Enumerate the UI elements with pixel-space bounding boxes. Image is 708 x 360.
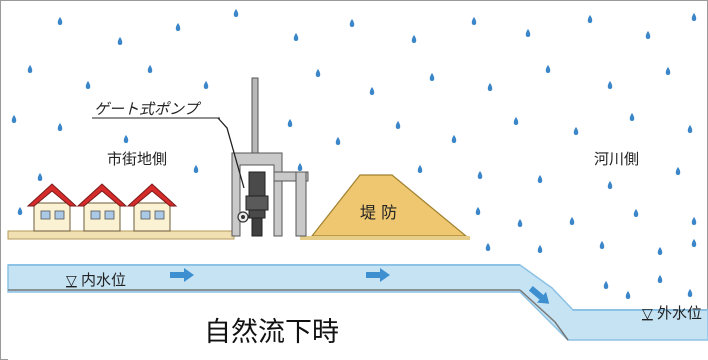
raindrop-icon [57,17,63,25]
house-icon [76,183,128,232]
raindrop-icon [675,167,681,175]
raindrop-icon [429,73,435,81]
city-side-label: 市街地側 [107,150,167,168]
raindrop-icon [517,219,523,227]
raindrop-icon [293,33,299,41]
raindrop-icon [691,13,697,21]
raindrop-icon [537,245,543,253]
water-level-mark-outer: ▽ [642,306,653,322]
raindrop-icon [657,275,663,283]
raindrop-icon [27,65,33,73]
raindrop-icon [687,125,693,133]
raindrop-icon [147,65,153,73]
raindrop-icon [475,207,481,215]
raindrop-icon [11,115,17,123]
raindrop-icon [513,117,519,125]
raindrop-icon [117,37,123,45]
raindrop-icon [607,181,613,189]
raindrop-icon [123,135,129,143]
raindrop-icon [349,19,355,27]
city-ground [7,230,235,240]
raindrop-icon [657,247,663,255]
raindrop-icon [587,15,593,23]
raindrop-icon [297,163,303,171]
house-icon [126,183,178,232]
raindrop-icon [599,241,605,249]
raindrop-icon [691,239,697,247]
raindrop-icon [193,165,199,173]
raindrop-icon [417,165,423,173]
raindrop-icon [471,17,477,25]
raindrop-icon [175,23,181,31]
levee-label: 堤 防 [360,203,397,222]
raindrop-icon [687,289,693,297]
raindrop-icon [573,127,579,135]
raindrop-icon [395,121,401,129]
raindrop-icon [487,83,493,91]
raindrop-icon [287,119,293,127]
channel-slope-line [519,289,569,341]
flow-arrow-icon [170,268,194,282]
water-level-mark-inner: ▽ [66,273,77,289]
raindrop-icon [477,171,483,179]
pump-label: ゲート式ポンプ [94,100,202,118]
raindrop-icon [451,135,457,143]
flow-arrow-icon [366,268,390,282]
water-channel [7,264,708,341]
inner-water-label: 内水位 [81,271,126,289]
raindrop-icon [17,207,23,215]
raindrop-icon [525,29,531,37]
raindrop-icon [603,281,609,289]
levee-base [300,236,470,240]
houses-group [26,183,178,232]
caption: 自然流下時 [204,317,339,348]
pump-pointer [217,117,245,189]
rain-layer [11,9,697,299]
raindrop-icon [233,9,239,17]
raindrop-icon [645,31,651,39]
raindrop-icon [691,217,697,225]
raindrop-icon [203,81,209,89]
raindrop-icon [537,175,543,183]
raindrop-icon [607,81,613,89]
raindrop-icon [485,243,491,251]
raindrop-icon [411,35,417,43]
flow-arrow-icon [528,285,550,304]
raindrop-icon [369,87,375,95]
raindrop-icon [629,113,635,121]
raindrop-icon [37,173,43,181]
raindrop-icon [665,67,671,75]
house-icon [26,183,78,232]
raindrop-icon [569,217,575,225]
raindrop-icon [315,69,321,77]
outer-water-label: 外水位 [657,304,702,322]
raindrop-icon [625,291,631,299]
raindrop-icon [545,65,551,73]
raindrop-icon [57,123,63,131]
flow-arrows [170,268,550,304]
raindrop-icon [633,209,639,217]
raindrop-icon [335,137,341,145]
raindrop-icon [85,81,91,89]
river-side-label: 河川側 [594,150,639,168]
